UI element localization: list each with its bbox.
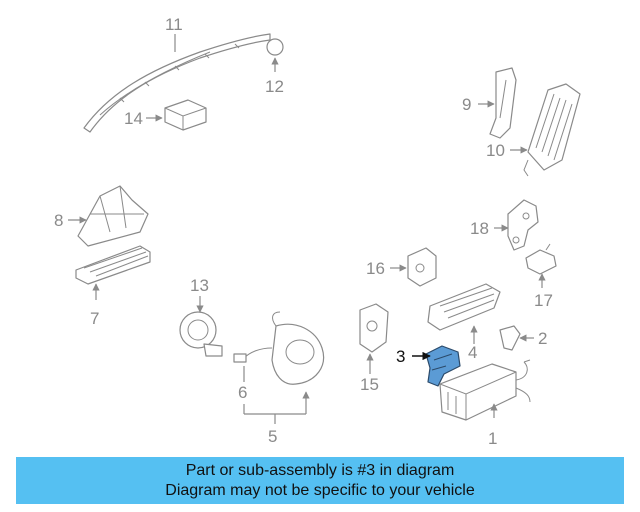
part-6-driver-airbag[interactable] <box>233 311 325 385</box>
part-15-sensor[interactable] <box>359 303 389 353</box>
banner-disclaimer: Diagram may not be specific to your vehi… <box>165 481 475 499</box>
part-18-bracket[interactable] <box>507 199 539 251</box>
part-8-bracket[interactable] <box>77 185 149 247</box>
leader-5-bracket <box>243 391 310 424</box>
part-16-sensor[interactable] <box>407 247 437 287</box>
callout-9[interactable]: 9 <box>462 95 471 114</box>
callout-2[interactable]: 2 <box>538 329 547 348</box>
part-4-passenger-airbag[interactable] <box>427 283 501 331</box>
callout-12[interactable]: 12 <box>265 77 284 96</box>
callout-6[interactable]: 6 <box>238 383 247 402</box>
parts-diagram: 11 12 14 9 10 8 7 13 <box>54 15 581 448</box>
callout-13[interactable]: 13 <box>190 276 209 295</box>
banner-part-note: Part or sub-assembly is #3 in diagram <box>185 461 455 479</box>
callout-3[interactable]: 3 <box>396 347 405 366</box>
part-2-bracket[interactable] <box>499 325 521 351</box>
part-12-clip[interactable] <box>266 38 284 56</box>
callout-11[interactable]: 11 <box>165 15 183 34</box>
info-banner: Part or sub-assembly is #3 in diagram Di… <box>16 457 624 504</box>
callout-17[interactable]: 17 <box>534 291 553 310</box>
part-11-curtain-airbag[interactable] <box>83 33 271 133</box>
callout-4[interactable]: 4 <box>468 343 477 362</box>
part-3-bracket-highlighted[interactable] <box>425 345 461 387</box>
callout-18[interactable]: 18 <box>470 219 489 238</box>
callout-10[interactable]: 10 <box>486 141 505 160</box>
callout-16[interactable]: 16 <box>366 259 385 278</box>
callout-15[interactable]: 15 <box>360 375 379 394</box>
callout-7[interactable]: 7 <box>90 309 99 328</box>
callout-8[interactable]: 8 <box>54 211 63 230</box>
part-17-sensor[interactable] <box>525 243 557 275</box>
part-9-pillar-trim[interactable] <box>489 67 517 139</box>
callout-1[interactable]: 1 <box>488 429 497 448</box>
part-13-clock-spring[interactable] <box>179 311 223 357</box>
callout-5[interactable]: 5 <box>268 427 277 446</box>
part-1-airbag-module[interactable] <box>439 359 531 421</box>
callout-14[interactable]: 14 <box>124 109 143 128</box>
part-7-knee-airbag[interactable] <box>75 245 151 285</box>
part-14-sensor[interactable] <box>164 99 207 131</box>
part-10-side-airbag[interactable] <box>523 83 581 177</box>
